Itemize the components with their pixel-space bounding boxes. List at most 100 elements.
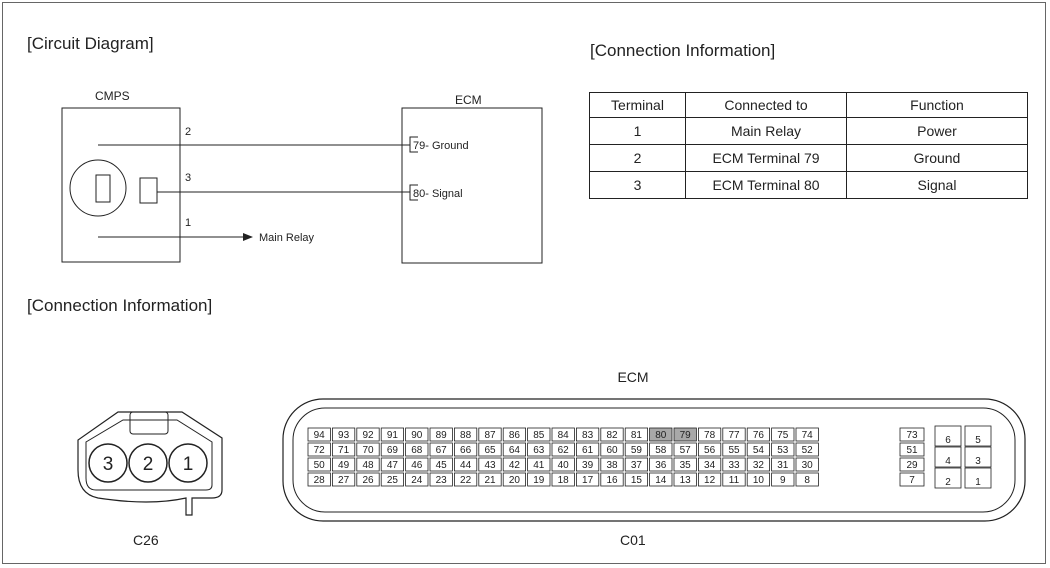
- c26-housing-inner: [85, 419, 213, 491]
- ecm-pin-36-label: 36: [655, 460, 667, 471]
- ecm-pin-85-cell: [527, 427, 551, 442]
- table-row: 3 ECM Terminal 80 Signal: [589, 171, 1028, 199]
- ecm-pin-61-cell: [576, 442, 600, 457]
- ecm-pin-26-label: 26: [362, 475, 374, 486]
- ecm-pin-35-cell: [673, 457, 697, 472]
- ecm-pin-18-cell: [551, 472, 575, 487]
- ecm-pin-60-cell: [600, 442, 624, 457]
- ecm-pin-51-label: 51: [906, 445, 918, 456]
- ecm-pin-86-label: 86: [509, 430, 521, 441]
- ecm-pin-30-cell: [795, 457, 819, 472]
- ecm-pin-62-label: 62: [558, 445, 570, 456]
- ecm-pin-34-cell: [698, 457, 722, 472]
- ecm-pin-94-cell: [307, 427, 331, 442]
- c26-pin-label: 1: [183, 454, 194, 475]
- connection-info-heading-bottom: [Connection Information]: [27, 296, 213, 315]
- ecm-pin-85-label: 85: [533, 430, 545, 441]
- ecm-terminal-79-label: 79- Ground: [413, 140, 469, 152]
- ecm-pin-39-label: 39: [582, 460, 594, 471]
- ecm-pin-67-cell: [429, 442, 453, 457]
- ecm-pin-63-label: 63: [533, 445, 545, 456]
- ecm-pin-79-label: 79: [680, 430, 692, 441]
- ecm-pin-9-label: 9: [780, 475, 786, 486]
- ecm-pin-45-label: 45: [436, 460, 448, 471]
- ecm-pin-18-label: 18: [558, 475, 570, 486]
- ecm-pin-84-label: 84: [558, 430, 570, 441]
- cmps-signal-element: [139, 177, 158, 204]
- cell-function: Ground: [846, 144, 1028, 172]
- ecm-pin-34-label: 34: [704, 460, 716, 471]
- cmps-pin-1: 1: [185, 217, 191, 229]
- ecm-pin-8-cell: [795, 472, 819, 487]
- ecm-pin-10-cell: [746, 472, 771, 487]
- ecm-pin-93-label: 93: [338, 430, 350, 441]
- ecm-pin-91-cell: [380, 427, 405, 442]
- ecm-pin-48-label: 48: [362, 460, 374, 471]
- ecm-pin-46-label: 46: [411, 460, 423, 471]
- c26-latch: [129, 411, 169, 435]
- ecm-pin-33-cell: [722, 457, 746, 472]
- ecm-pin-5-label: 5: [975, 435, 981, 446]
- ecm-pin-42-label: 42: [509, 460, 521, 471]
- ecm-pin-8-label: 8: [804, 475, 810, 486]
- ecm-pin-3-label: 3: [975, 456, 981, 467]
- ecm-pin-75-label: 75: [777, 430, 789, 441]
- ecm-pin-47-cell: [380, 457, 405, 472]
- table-header-row: Terminal Connected to Function: [589, 92, 1028, 118]
- ecm-pin-89-cell: [429, 427, 453, 442]
- ecm-pin-80-cell: [649, 427, 673, 442]
- c26-housing-outer: [77, 411, 223, 516]
- cmps-pin-2: 2: [185, 126, 191, 138]
- ecm-pin-13-label: 13: [680, 475, 692, 486]
- ecm-pin-31-cell: [771, 457, 795, 472]
- ecm-pin-90-label: 90: [411, 430, 423, 441]
- ecm-pin-29-cell: [899, 457, 925, 472]
- cmps-box: [61, 107, 181, 263]
- ecm-terminal-79-bracket: [409, 136, 418, 153]
- ecm-pin-53-cell: [771, 442, 795, 457]
- ecm-pin-14-cell: [649, 472, 673, 487]
- ecm-pin-76-label: 76: [753, 430, 765, 441]
- ecm-pin-61-label: 61: [582, 445, 594, 456]
- table-row: 1 Main Relay Power: [589, 117, 1028, 145]
- ecm-pin-27-label: 27: [338, 475, 350, 486]
- ecm-pin-10-label: 10: [753, 475, 765, 486]
- ecm-pin-70-cell: [356, 442, 380, 457]
- c26-pin-3-circle: [88, 443, 128, 483]
- ecm-pin-4-cell: [934, 446, 962, 468]
- ecm-pin-19-cell: [527, 472, 551, 487]
- ecm-pin-39-cell: [576, 457, 600, 472]
- ecm-pin-42-cell: [502, 457, 527, 472]
- connection-info-heading-top: [Connection Information]: [590, 41, 776, 60]
- ecm-pin-25-label: 25: [387, 475, 399, 486]
- ecm-pin-49-label: 49: [338, 460, 350, 471]
- ecm-pin-5-cell: [964, 425, 992, 447]
- ecm-pin-77-cell: [722, 427, 746, 442]
- c26-pin-1-circle: [168, 443, 208, 483]
- ecm-pin-43-cell: [478, 457, 502, 472]
- ecm-pin-30-label: 30: [802, 460, 814, 471]
- ecm-pin-65-label: 65: [484, 445, 496, 456]
- ecm-pin-24-label: 24: [411, 475, 423, 486]
- cell-connected-to: Main Relay: [685, 117, 847, 145]
- ecm-pin-77-label: 77: [728, 430, 740, 441]
- ecm-pin-40-label: 40: [558, 460, 570, 471]
- ecm-pin-75-cell: [771, 427, 795, 442]
- ecm-pin-82-cell: [600, 427, 624, 442]
- ecm-pin-81-cell: [624, 427, 649, 442]
- ecm-pin-43-label: 43: [484, 460, 496, 471]
- ecm-pin-6-label: 6: [945, 435, 951, 446]
- cell-terminal: 3: [589, 171, 686, 199]
- ecm-connector-outer: [282, 398, 1026, 522]
- ecm-pin-59-label: 59: [631, 445, 643, 456]
- ecm-pin-32-cell: [746, 457, 771, 472]
- ecm-pin-26-cell: [356, 472, 380, 487]
- ecm-pin-71-label: 71: [338, 445, 350, 456]
- ecm-pin-17-cell: [576, 472, 600, 487]
- ecm-pin-41-label: 41: [533, 460, 545, 471]
- ecm-pin-1-label: 1: [975, 477, 981, 488]
- ecm-pin-73-cell: [899, 427, 925, 442]
